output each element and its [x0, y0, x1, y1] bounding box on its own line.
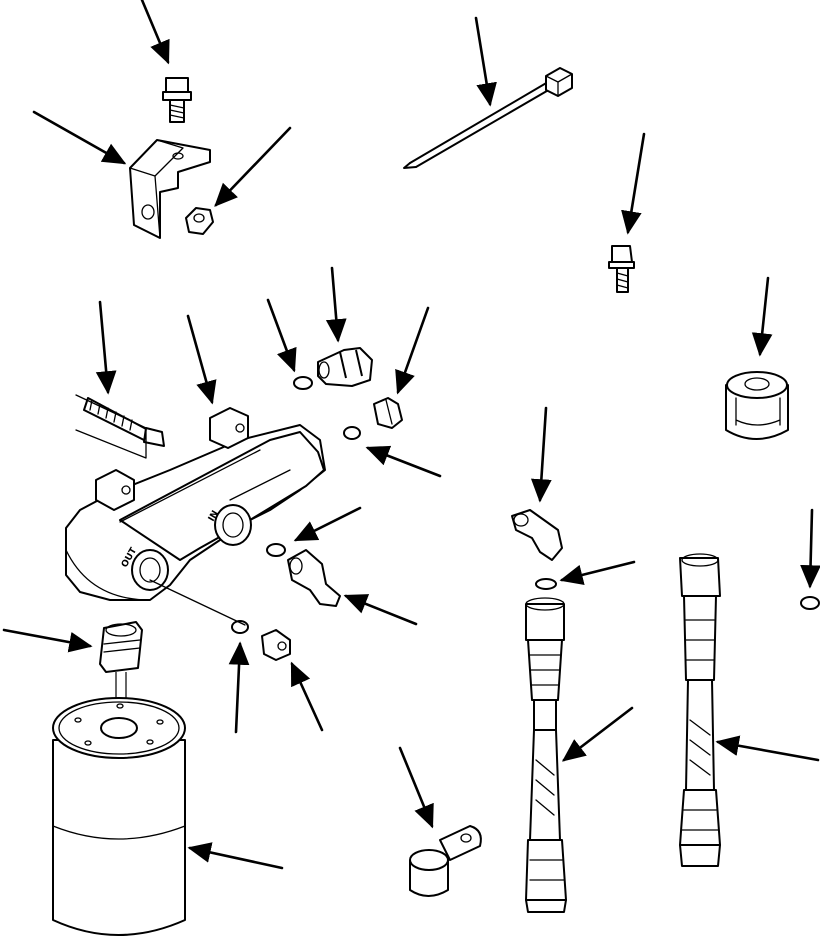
o-ring-upper [293, 376, 313, 390]
filter-nipple [99, 621, 143, 700]
hose-elbow-fitting [511, 509, 563, 561]
cable-tie [403, 67, 573, 169]
bracket-nut [185, 207, 214, 235]
leader-arrows [2, 0, 820, 870]
hose-clamp [409, 825, 482, 897]
outlet-center-line [149, 579, 246, 626]
o-ring-inlet [266, 543, 286, 557]
mounting-bolt [162, 77, 192, 123]
hex-bolt-small [608, 245, 635, 293]
grommet-spacer [725, 371, 789, 440]
filter-element [52, 697, 186, 936]
hose-o-ring [535, 578, 557, 590]
plug-outlet [261, 629, 291, 661]
hose-assembly-center [525, 597, 567, 913]
long-bolt [75, 394, 165, 459]
mounting-bracket [129, 139, 211, 239]
filter-head: OUT IN [65, 407, 326, 601]
o-ring-spare [800, 596, 820, 610]
plug-upper [373, 397, 403, 429]
o-ring-upper-plug [343, 426, 361, 440]
elbow-fitting-inlet [287, 549, 341, 607]
inlet-port-stamp: IN [207, 509, 221, 523]
elbow-fitting-upper [317, 347, 373, 387]
hose-assembly-right [679, 553, 721, 867]
